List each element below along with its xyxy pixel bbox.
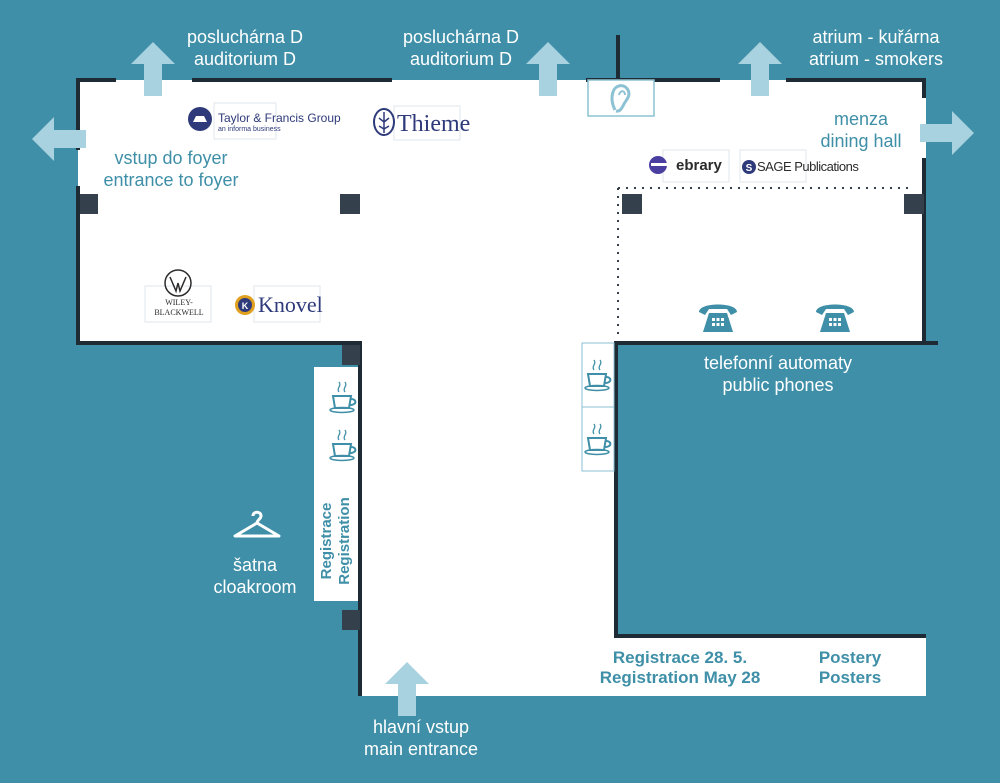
coffee-cup-icon [584, 359, 612, 392]
floor-area [78, 80, 926, 696]
exit-arrow-icon [920, 111, 974, 155]
registration-desk [314, 367, 360, 601]
registration-date-label: Registrace 28. 5.Registration May 28 [599, 648, 761, 687]
sage-logo-icon: S [742, 160, 756, 174]
dotted-boundary [617, 187, 910, 340]
svg-text:K: K [242, 301, 249, 311]
wiley-blackwell-logo: WILEY-BLACKWELL [154, 298, 204, 317]
telephone-icon [699, 304, 737, 332]
knovel-logo: Knovel [258, 292, 323, 317]
taylor-francis-logo-icon [188, 107, 212, 131]
wiley-logo-icon [164, 269, 192, 297]
coffee-cup-icon [329, 381, 357, 414]
ear-icon [587, 79, 655, 117]
logo-frames [144, 102, 807, 323]
coat-hanger-icon [233, 510, 281, 538]
ebrary-logo-icon [649, 156, 667, 174]
thieme-logo: Thieme [397, 111, 471, 137]
coffee-cup-icon [584, 423, 612, 456]
pillars [80, 194, 924, 630]
telephone-icon [816, 304, 854, 332]
ebrary-logo: ebrary [676, 157, 722, 174]
svg-text:S: S [746, 163, 753, 174]
coffee-cup-icon [329, 429, 357, 462]
knovel-logo-icon: K [235, 295, 255, 315]
thieme-tree-icon [373, 108, 395, 136]
sage-publications-logo: SAGE Publications [757, 159, 859, 174]
taylor-francis-logo: Taylor & Francis Group an informa busine… [218, 111, 341, 133]
